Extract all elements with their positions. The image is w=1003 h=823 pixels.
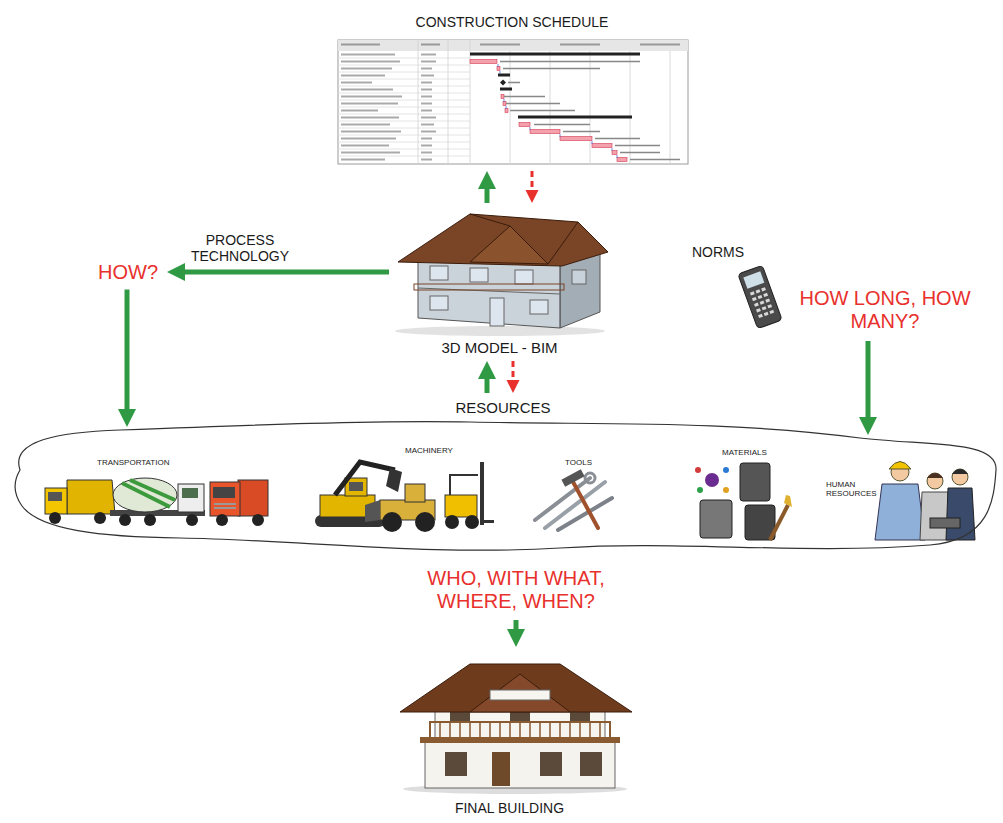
feedback-arrow: [526, 171, 539, 203]
calculator-icon: [738, 265, 782, 328]
norms-node: NORMS: [688, 240, 778, 332]
arrowhead: [859, 417, 877, 435]
arrow-shaft: [512, 361, 515, 381]
resource-label: MACHINERY: [405, 446, 453, 455]
resource-label: HUMAN RESOURCES: [826, 480, 880, 498]
resource-item: TOOLS: [528, 455, 625, 535]
flow-arrow: [859, 341, 877, 435]
question-text: WHO, WITH WHAT, WHERE, WHEN?: [400, 567, 632, 613]
norms-label: NORMS: [692, 244, 744, 260]
tools: [535, 469, 612, 530]
building-label: FINAL BUILDING: [392, 800, 627, 816]
final-building-house: [400, 664, 632, 794]
human-resources-people: [875, 462, 975, 541]
flow-arrow: [507, 620, 525, 647]
resource-label: MATERIALS: [722, 448, 767, 457]
transport-vehicles: [45, 478, 268, 526]
band-heading: RESOURCES: [8, 399, 998, 416]
arrow-shaft: [125, 290, 130, 411]
edge-label: PROCESS TECHNOLOGY: [175, 232, 305, 264]
arrow-shaft: [531, 171, 534, 191]
resource-item: MATERIALS: [688, 446, 798, 546]
materials: [695, 463, 792, 540]
resource-item: TRANSPORTATION: [40, 452, 283, 536]
panel-heading: CONSTRUCTION SCHEDULE: [336, 14, 688, 30]
resource-label: TOOLS: [565, 458, 592, 467]
flow-arrow: [167, 263, 389, 281]
machinery: [315, 462, 494, 532]
flow-arrow: [478, 361, 496, 393]
question-node: HOW LONG, HOW MANY?: [795, 282, 975, 338]
question-text: HOW LONG, HOW MANY?: [795, 287, 975, 333]
arrowhead: [526, 190, 539, 203]
resource-item: MACHINERY: [298, 442, 498, 538]
arrowhead: [507, 629, 525, 647]
resources-band: RESOURCES TRANSPORTATION MACHINERY TOOLS MAT…: [8, 396, 998, 566]
feedback-arrow: [507, 361, 520, 393]
arrowhead: [507, 380, 520, 393]
arrow-shaft: [866, 341, 871, 418]
flow-arrow: [478, 171, 496, 203]
question-text: HOW?: [92, 261, 164, 284]
arrowhead: [118, 409, 136, 427]
arrow-shaft: [485, 188, 490, 203]
model-label: 3D MODEL - BIM: [392, 339, 607, 356]
question-node: WHO, WITH WHAT, WHERE, WHEN?: [400, 563, 632, 617]
arrowhead: [478, 171, 496, 189]
final-building-node: FINAL BUILDING: [392, 650, 627, 818]
schedule-panel: CONSTRUCTION SCHEDULE: [336, 8, 688, 168]
arrowhead: [167, 263, 185, 281]
resource-label: TRANSPORTATION: [97, 458, 169, 467]
bim-model-node: 3D MODEL - BIM: [392, 206, 607, 358]
arrow-shaft: [514, 620, 519, 630]
arrow-shaft: [485, 378, 490, 393]
resource-item: HUMAN RESOURCES: [820, 452, 985, 544]
arrow-shaft: [184, 270, 389, 275]
gantt-chart: [338, 40, 688, 164]
bim-model-house: [395, 214, 608, 336]
question-node: HOW?: [92, 258, 164, 287]
arrowhead: [478, 361, 496, 379]
flow-arrow: [118, 290, 136, 428]
